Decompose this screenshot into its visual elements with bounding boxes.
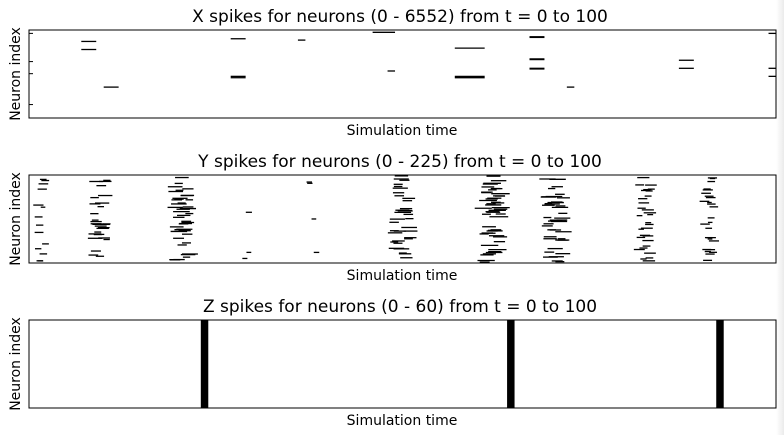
x-panel-title: X spikes for neurons (0 - 6552) from t =… bbox=[192, 7, 608, 27]
x-panel-frame bbox=[28, 29, 777, 119]
y-panel-frame bbox=[28, 174, 777, 264]
x-panel-xlabel: Simulation time bbox=[347, 123, 458, 139]
z-panel-ylabel: Neuron index bbox=[8, 317, 24, 411]
spike-band bbox=[200, 320, 209, 408]
y-spike-marks bbox=[33, 175, 720, 263]
z-panel-xlabel: Simulation time bbox=[347, 413, 458, 429]
y-panel-ylabel: Neuron index bbox=[8, 172, 24, 266]
edge-shadow bbox=[776, 0, 784, 435]
spike-band bbox=[507, 320, 515, 408]
z-panel-title: Z spikes for neurons (0 - 60) from t = 0… bbox=[203, 297, 597, 317]
y-panel-xlabel: Simulation time bbox=[347, 268, 458, 284]
z-spikes-panel: Z spikes for neurons (0 - 60) from t = 0… bbox=[8, 297, 777, 429]
x-spikes-panel: X spikes for neurons (0 - 6552) from t =… bbox=[8, 7, 777, 139]
z-panel-frame bbox=[28, 319, 777, 409]
x-panel-ylabel: Neuron index bbox=[8, 27, 24, 121]
y-panel-title: Y spikes for neurons (0 - 225) from t = … bbox=[197, 152, 602, 172]
z-spike-marks bbox=[200, 320, 724, 408]
spike-band bbox=[716, 320, 724, 408]
x-spike-marks bbox=[81, 31, 776, 88]
y-spikes-panel: Y spikes for neurons (0 - 225) from t = … bbox=[8, 152, 777, 284]
